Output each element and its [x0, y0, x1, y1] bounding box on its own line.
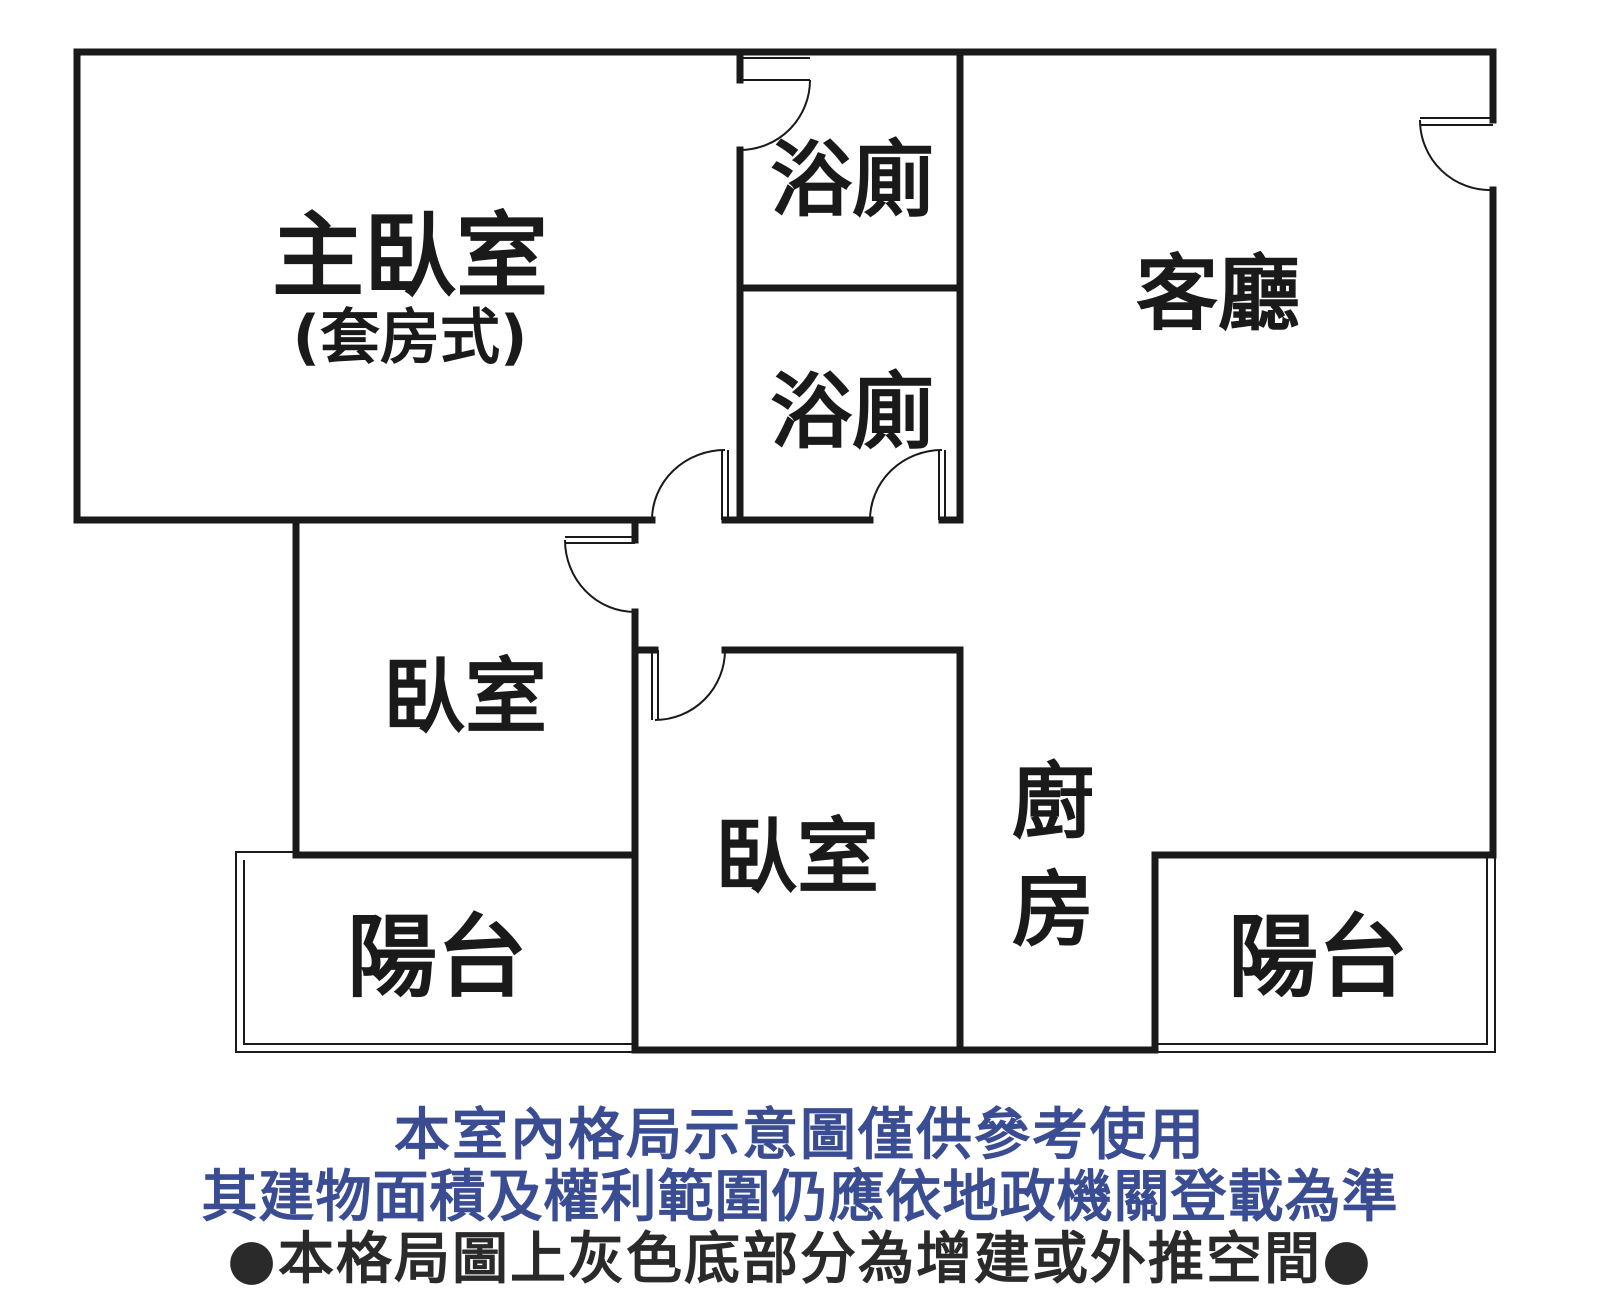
label-bedroom-1: 臥室 — [383, 650, 547, 745]
label-kitchen-2: 房 — [1012, 863, 1094, 958]
door-bathroom-2 — [869, 449, 946, 521]
door-living-entrance — [1418, 117, 1494, 192]
room-labels: 主臥室 (套房式) 浴廁 浴廁 客廳 臥室 臥室 廚 房 陽台 陽台 — [272, 133, 1408, 1010]
door-master-bath — [739, 57, 811, 151]
label-bedroom-2: 臥室 — [715, 810, 879, 905]
label-living-room: 客廳 — [1136, 247, 1300, 342]
disclaimer-line-2: 其建物面積及權利範圍仍應依地政機關登載為準 — [201, 1165, 1399, 1230]
disclaimer-line-3: ●本格局圖上灰色底部分為增建或外推空間● — [227, 1227, 1373, 1292]
label-bathroom-2: 浴廁 — [770, 365, 934, 460]
balcony-railings — [235, 851, 1496, 1053]
label-balcony-right: 陽台 — [1228, 905, 1408, 1010]
door-bedroom-3 — [651, 649, 726, 721]
label-balcony-left: 陽台 — [347, 905, 527, 1010]
door-master-bedroom — [651, 449, 729, 521]
label-master-bedroom: 主臥室 — [272, 203, 548, 310]
door-bedroom-2 — [564, 536, 636, 613]
doors — [564, 57, 1494, 721]
label-master-bedroom-note: (套房式) — [293, 303, 528, 373]
disclaimer-line-1: 本室內格局示意圖僅供參考使用 — [394, 1103, 1206, 1168]
label-kitchen-1: 廚 — [1012, 755, 1094, 850]
walls — [73, 48, 1497, 1054]
label-bathroom-1: 浴廁 — [770, 133, 934, 228]
